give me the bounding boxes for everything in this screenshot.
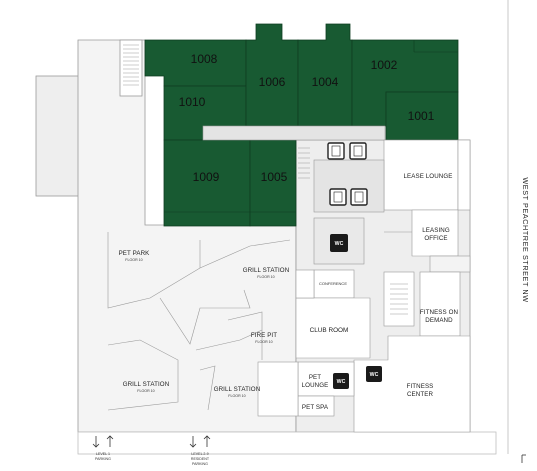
leasing-office-label: LEASING — [422, 227, 450, 234]
unit-label-1001: 1001 — [408, 109, 435, 123]
unit-label-1008: 1008 — [191, 52, 218, 66]
fitness-center-room[interactable] — [353, 335, 471, 433]
lease-lounge-label: LEASE LOUNGE — [404, 173, 453, 180]
amenity-rooms — [257, 139, 471, 433]
pet-park-label: PET PARK — [119, 250, 151, 257]
conference-label: CONFERENCE — [319, 281, 347, 286]
fitness-on-demand-label-2: DEMAND — [425, 317, 453, 324]
corridor — [202, 125, 386, 141]
unit-label-1005: 1005 — [261, 170, 288, 184]
fitness-on-demand-label: FITNESS ON — [420, 309, 458, 316]
club-room[interactable] — [295, 297, 371, 359]
wc-icon[interactable]: WC — [330, 234, 348, 252]
club-room-label: CLUB ROOM — [310, 327, 349, 334]
elevator-icon[interactable] — [349, 142, 367, 160]
pet-park-floor: FLOOR 10 — [125, 258, 142, 262]
grill-station-left-label: GRILL STATION — [123, 381, 170, 388]
north-arrow-icon — [521, 454, 526, 463]
leasing-office-label-2: OFFICE — [424, 235, 447, 242]
amenity-labels: LEASE LOUNGE LEASING OFFICE CONFERENCE C… — [302, 173, 458, 411]
parking-labels: LEVEL 1 PARKING LEVEL 2-9 RESIDENT PARKI… — [95, 452, 210, 466]
conference-room[interactable] — [313, 269, 355, 299]
level2-label-2: RESIDENT — [191, 457, 210, 461]
grill-station-top-label: GRILL STATION — [243, 267, 290, 274]
elevator-bank-lower — [329, 188, 368, 206]
fire-pit-floor: FLOOR 10 — [255, 340, 272, 344]
level2-label: LEVEL 2-9 — [191, 452, 208, 456]
unit-label-1004: 1004 — [312, 75, 339, 89]
unit-label-1006: 1006 — [259, 75, 286, 89]
terrace-features — [107, 232, 291, 411]
wc-icon[interactable]: WC — [333, 373, 349, 389]
street-label: WEST PEACHTREE STREET NW — [521, 177, 530, 302]
grill-station-mid-label: GRILL STATION — [214, 386, 261, 393]
grill-station-top-floor: FLOOR 10 — [257, 275, 274, 279]
stairs-icon — [298, 147, 408, 315]
fire-pit-label: FIRE PIT — [251, 332, 277, 339]
pet-lounge-label-2: LOUNGE — [302, 382, 329, 389]
grill-station-mid-floor: FLOOR 10 — [228, 394, 245, 398]
stairs-icon — [123, 44, 139, 86]
level1-label-2: PARKING — [95, 457, 111, 461]
elevator-icon[interactable] — [350, 188, 368, 206]
elevator-icon[interactable] — [327, 142, 345, 160]
pet-lounge-label: PET — [309, 374, 321, 381]
unit-label-1010: 1010 — [179, 95, 206, 109]
level2-label-3: PARKING — [192, 462, 208, 466]
unit-label-1002: 1002 — [371, 58, 398, 72]
wc-label: WC — [335, 241, 344, 247]
fitness-center-label: FITNESS — [407, 383, 434, 390]
grill-station-left-floor: FLOOR 10 — [137, 389, 154, 393]
unit-label-1009: 1009 — [193, 170, 220, 184]
level1-label: LEVEL 1 — [96, 452, 110, 456]
outdoor-labels: PET PARK FLOOR 10 GRILL STATION FLOOR 10… — [119, 250, 290, 398]
pet-spa-label: PET SPA — [302, 404, 329, 411]
unit-labels: 1008 1010 1006 1004 1002 1001 1009 1005 — [179, 52, 435, 184]
wc-label: WC — [337, 379, 346, 385]
elevator-icon[interactable] — [329, 188, 347, 206]
fitness-center-label-2: CENTER — [407, 391, 433, 398]
elevator-bank-upper — [327, 142, 367, 160]
fitness-on-demand-room[interactable] — [419, 271, 461, 337]
parking-arrow-icon[interactable] — [189, 435, 211, 448]
wc-label: WC — [370, 372, 379, 378]
parking-arrow-icon[interactable] — [92, 435, 114, 448]
units-layer — [144, 23, 459, 227]
wc-icon[interactable]: WC — [366, 366, 382, 382]
